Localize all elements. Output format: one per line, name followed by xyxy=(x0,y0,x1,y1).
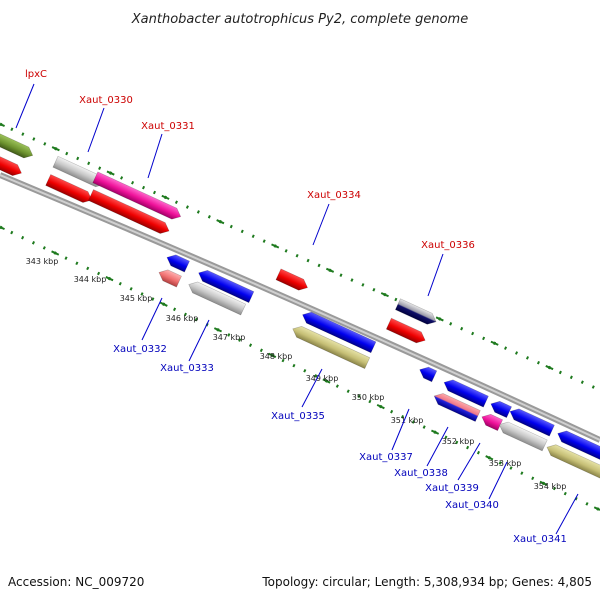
gene-label-forward: Xaut_0330 xyxy=(79,95,133,106)
leader-line-reverse xyxy=(188,319,210,362)
gene-xaut-0340-arrow xyxy=(509,408,555,437)
leader-line-reverse xyxy=(555,493,579,535)
gene-xaut-0332-product xyxy=(158,269,182,288)
genome-summary: Topology: circular; Length: 5,308,934 bp… xyxy=(261,575,592,589)
gene-xaut-0339 xyxy=(490,400,512,419)
scale-label-kbp: 348 kbp xyxy=(260,352,293,361)
leader-line-reverse xyxy=(141,297,163,341)
scale-label-kbp: 346 kbp xyxy=(166,314,199,323)
gene-label-reverse: Xaut_0332 xyxy=(113,344,167,355)
gene-xaut-0341 xyxy=(557,430,600,465)
outer-tick-ring-major xyxy=(0,123,600,391)
scale-labels: 343 kbp 344 kbp 345 kbp 346 kbp 347 kbp 348 k… xyxy=(26,257,567,491)
gene-label-reverse: Xaut_0338 xyxy=(394,468,448,479)
gene-xaut-0337-arrow xyxy=(419,366,438,383)
gene-xaut-0339-product-arrow xyxy=(481,413,503,432)
gene-xaut-0330-product-arrow xyxy=(45,174,93,203)
gene-xaut-0332-arrow xyxy=(166,254,190,273)
gene-xaut-0340-product xyxy=(498,421,548,452)
gene-xaut-0333-arrow xyxy=(198,270,255,303)
leader-line-reverse xyxy=(301,368,323,408)
gene-xaut-0339-product xyxy=(481,413,503,432)
accession-label: Accession: NC_009720 xyxy=(8,575,144,589)
gene-xaut-0335 xyxy=(302,311,377,354)
leader-line-reverse xyxy=(391,408,410,451)
gene-label-reverse: Xaut_0341 xyxy=(513,534,567,545)
gene-xaut-0332-product-arrow xyxy=(158,269,182,288)
genome-backbone xyxy=(0,172,600,443)
gene-xaut-0338-product xyxy=(433,393,481,422)
gene-xaut-0336 xyxy=(395,298,437,325)
gene-features xyxy=(0,128,600,481)
gene-xaut-0338-arrow xyxy=(443,379,489,408)
leader-line-forward xyxy=(15,83,35,129)
gene-lpxC xyxy=(0,128,34,159)
gene-xaut-0335-product-arrow xyxy=(292,326,371,369)
scale-label-kbp: 354 kbp xyxy=(534,482,567,491)
backbone-shadow xyxy=(0,172,600,443)
gene-label-reverse: Xaut_0340 xyxy=(445,500,499,511)
gene-xaut-0341-arrow xyxy=(557,430,600,465)
leader-line-forward xyxy=(87,107,105,153)
gene-xaut-0336-product xyxy=(385,317,426,344)
gene-xaut-0336-product-arrow xyxy=(385,317,426,344)
gene-xaut-0338 xyxy=(443,379,489,408)
outer-tick-ring-minor xyxy=(0,122,600,392)
gene-label-forward: lpxC xyxy=(25,69,47,80)
gene-lpxC-product-arrow xyxy=(0,153,22,176)
gene-xaut-0335-product xyxy=(292,326,371,369)
gene-label-forward: Xaut_0334 xyxy=(307,190,361,201)
gene-xaut-0341-product xyxy=(546,444,600,481)
scale-label-kbp: 345 kbp xyxy=(120,294,153,303)
tick-rings xyxy=(0,122,600,512)
gene-xaut-0331 xyxy=(92,171,182,220)
leader-line-forward xyxy=(427,253,444,297)
gene-labels: lpxC Xaut_0330Xaut_0331Xaut_0334Xaut_0336… xyxy=(15,69,579,545)
gene-xaut-0331-product xyxy=(88,189,170,234)
scale-label-kbp: 353 kbp xyxy=(489,459,522,468)
gene-lpxC-arrow xyxy=(0,128,34,159)
scale-label-kbp: 347 kbp xyxy=(213,333,246,342)
gene-label-reverse: Xaut_0337 xyxy=(359,452,413,463)
scale-label-kbp: 343 kbp xyxy=(26,257,59,266)
gene-xaut-0340 xyxy=(509,408,555,437)
gene-xaut-0340-product-arrow xyxy=(498,421,548,452)
map-title: Xanthobacter autotrophicus Py2, complete… xyxy=(131,12,468,27)
backbone-highlight xyxy=(0,174,600,441)
gene-xaut-0339-arrow xyxy=(490,400,512,419)
gene-xaut-0333 xyxy=(198,270,255,303)
gene-xaut-0333-product-arrow xyxy=(188,281,247,316)
gene-xaut-0341-product-arrow xyxy=(546,444,600,481)
scale-label-kbp: 351 kbp xyxy=(391,416,424,425)
scale-label-kbp: 350 kbp xyxy=(352,393,385,402)
leader-line-reverse xyxy=(457,442,481,481)
gene-label-forward: Xaut_0331 xyxy=(141,121,195,132)
leader-line-forward xyxy=(312,203,330,246)
gene-xaut-0331-arrow xyxy=(92,171,182,220)
gene-xaut-0330-product xyxy=(45,174,93,203)
scale-label-kbp: 344 kbp xyxy=(74,275,107,284)
gene-xaut-0338-product-arrow xyxy=(433,393,481,422)
gene-lpxC-product xyxy=(0,153,22,176)
gene-xaut-0337 xyxy=(419,366,438,383)
leader-line-reverse xyxy=(426,426,449,467)
leader-line-forward xyxy=(147,133,163,179)
gene-xaut-0333-product xyxy=(188,281,247,316)
leader-line-reverse xyxy=(488,461,508,500)
gene-label-reverse: Xaut_0335 xyxy=(271,411,325,422)
gene-label-reverse: Xaut_0333 xyxy=(160,363,214,374)
gene-label-forward: Xaut_0336 xyxy=(421,240,475,251)
scale-label-kbp: 349 kbp xyxy=(306,374,339,383)
scale-label-kbp: 352 kbp xyxy=(442,437,475,446)
inner-tick-ring-minor xyxy=(0,225,600,512)
gene-xaut-0336-arrow xyxy=(395,298,437,325)
gene-xaut-0335-arrow xyxy=(302,311,377,354)
gene-xaut-0334-arrow xyxy=(275,268,308,291)
gene-xaut-0331-product-arrow xyxy=(88,189,170,234)
gene-xaut-0332 xyxy=(166,254,190,273)
gene-label-reverse: Xaut_0339 xyxy=(425,483,479,494)
gene-xaut-0334 xyxy=(275,268,308,291)
